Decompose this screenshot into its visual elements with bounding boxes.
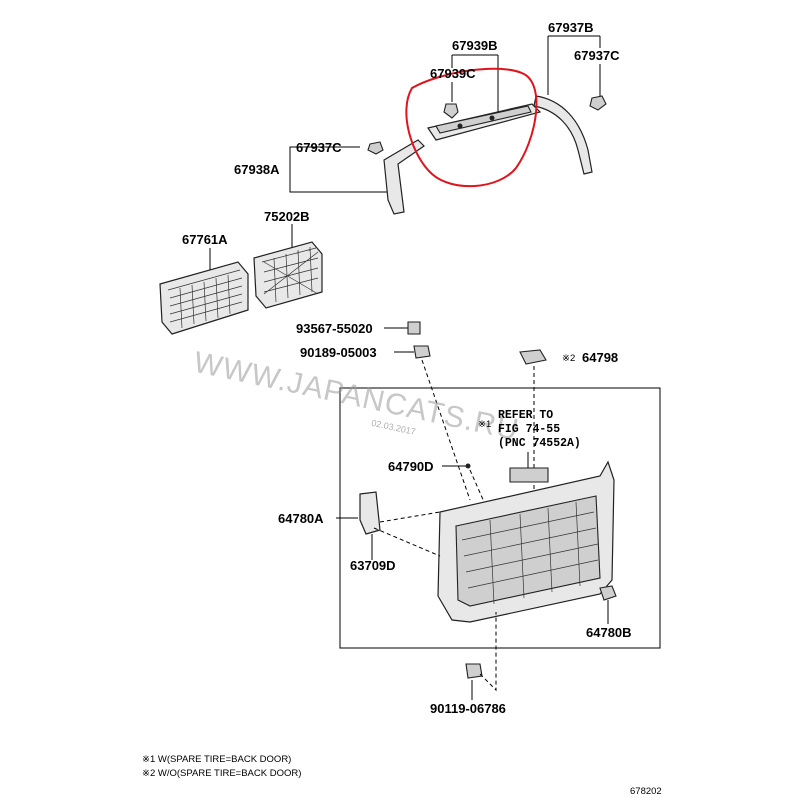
clip-67937C-top: [589, 95, 607, 111]
clip-67939C: [443, 103, 459, 119]
label-64790D: 64790D: [388, 459, 434, 474]
back-door-trim-panel: [437, 460, 615, 623]
label-67937B: 67937B: [548, 20, 594, 35]
footnote-1: ※1 W(SPARE TIRE=BACK DOOR): [142, 754, 291, 765]
refer-line1: REFER TO: [498, 409, 553, 422]
label-67937C-left: 67937C: [296, 140, 342, 155]
label-90119: 90119-06786: [430, 701, 506, 716]
label-67939B: 67939B: [452, 38, 498, 53]
leader-67937B: [547, 35, 601, 95]
right-pillar-trim: [533, 95, 593, 175]
label-67761A: 67761A: [182, 232, 228, 247]
leader-67939B: [451, 54, 499, 118]
left-pillar-trim: [383, 139, 425, 215]
nut-90189: [413, 345, 431, 359]
label-64780A: 64780A: [278, 511, 324, 526]
screw-90119: [465, 663, 483, 679]
label-93567: 93567-55020: [296, 321, 373, 336]
label-67937C-top: 67937C: [574, 48, 620, 63]
label-75202B: 75202B: [264, 209, 310, 224]
refer-tag: [509, 467, 549, 483]
handle-64780A: [359, 491, 381, 535]
refer-line2: FIG 74-55: [498, 423, 560, 436]
clip-67937C-left: [367, 141, 384, 155]
label-64798: 64798: [582, 350, 618, 365]
figure-id: 678202: [630, 786, 662, 797]
label-63709D: 63709D: [350, 558, 396, 573]
mark-64798: ※2: [562, 353, 575, 364]
bolt-93567: [407, 321, 421, 335]
grille-67761A: [159, 261, 249, 335]
highlight-ellipse: [405, 67, 538, 188]
label-90189: 90189-05003: [300, 345, 377, 360]
label-64780B: 64780B: [586, 625, 632, 640]
watermark-text: WWW.JAPANCATS.RU: [191, 346, 522, 447]
label-67938A: 67938A: [234, 162, 280, 177]
footnote-2: ※2 W/O(SPARE TIRE=BACK DOOR): [142, 768, 301, 779]
grille-75202B: [253, 241, 323, 309]
clip-64798: [519, 349, 547, 365]
clip-64780B: [599, 585, 617, 601]
refer-line3: (PNC 74552A): [498, 437, 581, 450]
refer-mark: ※1: [478, 419, 491, 430]
leader-67938A: [289, 146, 390, 193]
label-67939C: 67939C: [430, 66, 476, 81]
